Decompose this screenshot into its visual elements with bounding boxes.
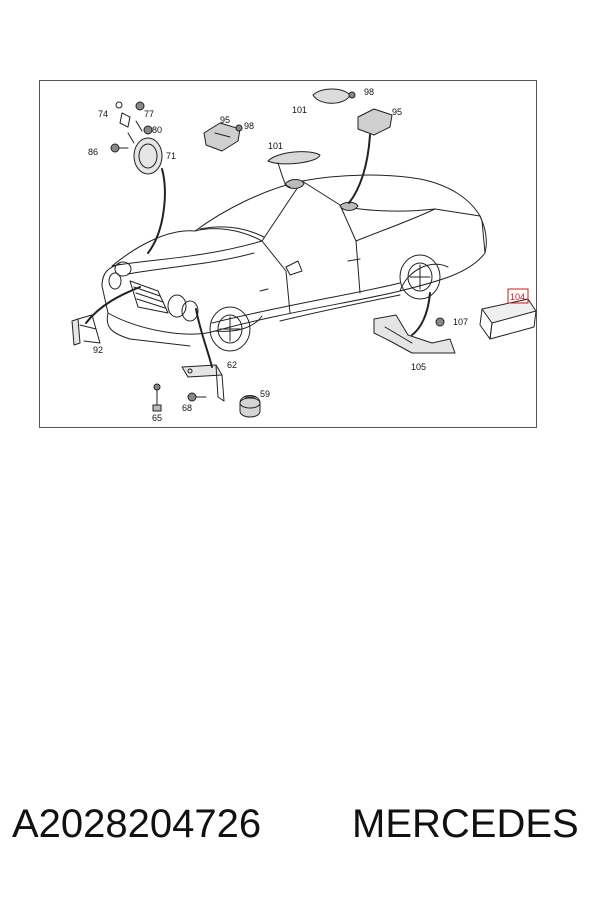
horn-part — [127, 132, 163, 175]
part-number: A2028204726 — [12, 802, 262, 846]
callout-62: 62 — [227, 360, 237, 370]
lamp-housing-left — [203, 122, 243, 152]
car-body — [101, 174, 487, 347]
callout-68: 68 — [182, 403, 192, 413]
car-exploded-view: 74 77 80 86 71 95 98 101 101 98 95 104 1… — [71, 87, 537, 423]
screw-65 — [152, 383, 162, 412]
bracket-92 — [71, 314, 101, 346]
callout-95-left: 95 — [220, 115, 230, 125]
callout-107: 107 — [453, 317, 468, 327]
bracket-105 — [373, 314, 456, 354]
callout-74: 74 — [98, 109, 108, 119]
lamp-housing-right — [357, 108, 393, 136]
cap-59 — [239, 395, 261, 418]
callout-labels: 74 77 80 86 71 95 98 101 101 98 95 104 1… — [88, 87, 529, 423]
brand-name: MERCEDES — [352, 802, 579, 846]
lamp-lens-upper — [312, 88, 356, 104]
horn-fasteners — [110, 101, 153, 153]
bracket92-leader — [85, 286, 141, 324]
callout-59: 59 — [260, 389, 270, 399]
callout-71: 71 — [166, 151, 176, 161]
highlight-box-104 — [507, 288, 529, 304]
horn-leader — [147, 168, 166, 254]
callout-77: 77 — [144, 109, 154, 119]
pillar-sensor — [339, 201, 359, 211]
roof-lamp — [267, 151, 321, 189]
lamp-leader — [348, 134, 371, 204]
callout-101-right: 101 — [292, 105, 307, 115]
bracket-62 — [181, 364, 225, 402]
parts-diagram: 74 77 80 86 71 95 98 101 101 98 95 104 1… — [39, 80, 537, 428]
bolt-68 — [187, 392, 207, 402]
callout-98-right: 98 — [364, 87, 374, 97]
callout-95-right: 95 — [392, 107, 402, 117]
callout-105: 105 — [411, 362, 426, 372]
callout-101-left: 101 — [268, 141, 283, 151]
callout-80: 80 — [152, 125, 162, 135]
front-wheel — [209, 306, 251, 352]
bracket62-leader — [195, 308, 213, 368]
callout-65: 65 — [152, 413, 162, 423]
rear-wheel — [399, 254, 441, 300]
callout-98-left: 98 — [244, 121, 254, 131]
callout-86: 86 — [88, 147, 98, 157]
callout-104: 104 — [510, 292, 525, 302]
control-module-104 — [479, 298, 537, 340]
bracket-leader — [411, 292, 431, 336]
footer: A2028204726 MERCEDES — [0, 802, 600, 862]
callout-92: 92 — [93, 345, 103, 355]
